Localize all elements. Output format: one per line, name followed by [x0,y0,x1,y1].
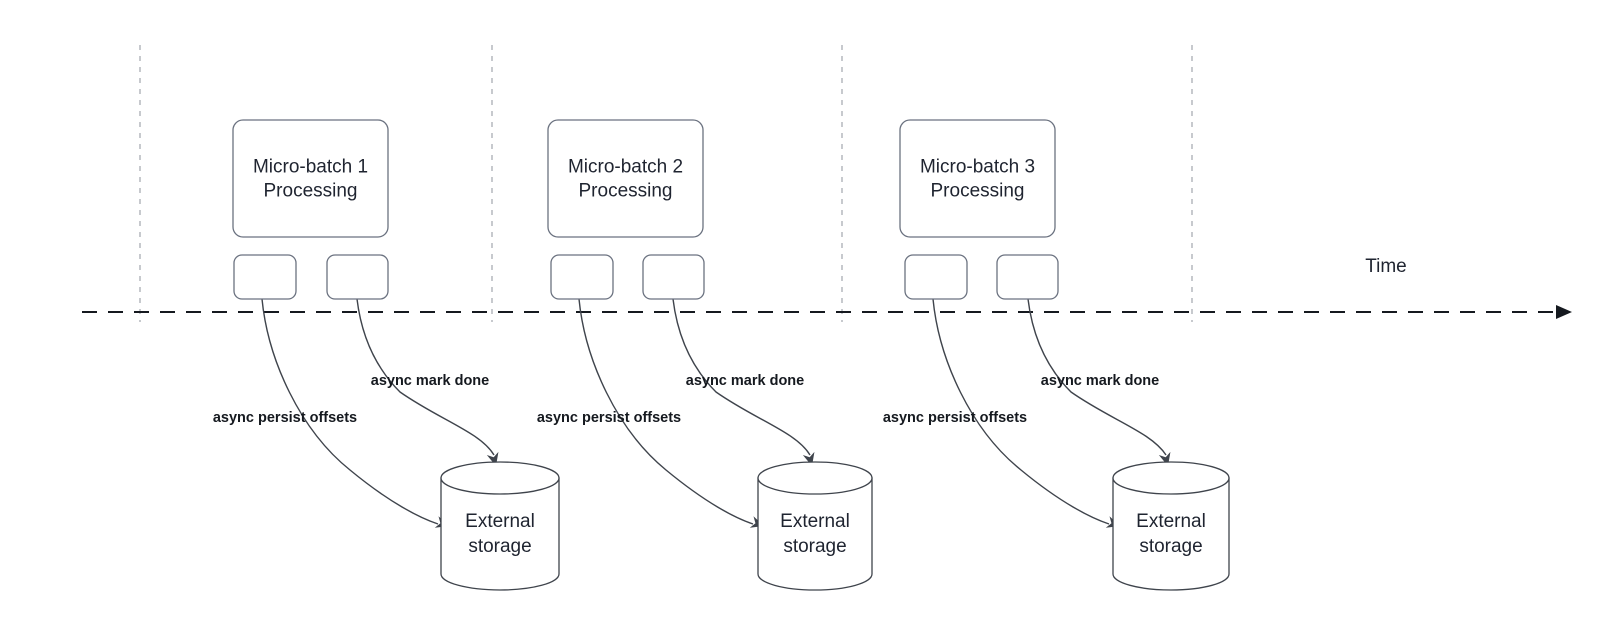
group-1-persist-offsets-task[interactable] [233,254,297,300]
cylinder-body-shape[interactable] [440,477,560,591]
storage-label-line1: External [465,511,535,532]
group-2-external-storage[interactable]: External storage [757,461,873,591]
cylinder-top-shape[interactable] [1112,461,1230,495]
group-3-batch-box[interactable]: Micro-batch 3 Processing [899,119,1056,238]
async-persist-offsets-edge-path [261,298,439,525]
batch-box-label-line1: Micro-batch 3 [920,157,1035,178]
async-mark-done-edge-path [672,298,811,456]
storage-label-line2: storage [468,536,531,557]
group-3-mark-done-task[interactable] [996,254,1059,300]
group-1-external-storage[interactable]: External storage [440,461,560,591]
cylinder-body-shape[interactable] [757,477,873,591]
labels-group: Time async persist offsets async mark done… [213,256,1407,426]
timeline-group [82,305,1572,319]
cylinder-body-shape[interactable] [1112,477,1230,591]
timeline-arrowhead-icon [1556,305,1572,319]
group-2-persist-offsets-task[interactable] [550,254,614,300]
group-1-mark-done-task[interactable] [326,254,389,300]
group-2-batch-box[interactable]: Micro-batch 2 Processing [547,119,704,238]
async-persist-offsets-edge-path [578,298,754,525]
cylinder-top-shape[interactable] [440,461,560,495]
batch-box-shape[interactable] [232,119,389,238]
batch-box-label-line2: Processing [931,181,1025,202]
async-persist-offsets-edge-label: async persist offsets [537,410,681,426]
async-mark-done-edge-path [356,298,495,456]
group-3-persist-offsets-task[interactable] [904,254,968,300]
storage-label-line1: External [780,511,850,532]
edges-group [261,298,1171,528]
storage-label-line2: storage [783,536,846,557]
async-mark-done-edge-label: async mark done [686,373,804,389]
group-3-external-storage[interactable]: External storage [1112,461,1230,591]
batch-box-shape[interactable] [899,119,1056,238]
async-persist-offsets-edge-label: async persist offsets [883,410,1027,426]
async-mark-done-edge-label: async mark done [1041,373,1159,389]
tick-lines-group [139,45,1193,322]
batch-box-label-line1: Micro-batch 1 [253,157,368,178]
batch-box-label-line1: Micro-batch 2 [568,157,683,178]
batch-box-label-line2: Processing [579,181,673,202]
storage-label-line2: storage [1139,536,1202,557]
group-1-batch-box[interactable]: Micro-batch 1 Processing [232,119,389,238]
async-persist-offsets-edge-label: async persist offsets [213,410,357,426]
batch-box-shape[interactable] [547,119,704,238]
group-2-mark-done-task[interactable] [642,254,705,300]
batch-box-label-line2: Processing [264,181,358,202]
storage-label-line1: External [1136,511,1206,532]
cylinder-top-shape[interactable] [757,461,873,495]
async-mark-done-edge-label: async mark done [371,373,489,389]
async-persist-offsets-edge-path [932,298,1110,525]
time-axis-label: Time [1365,256,1407,277]
async-mark-done-edge-path [1027,298,1167,456]
